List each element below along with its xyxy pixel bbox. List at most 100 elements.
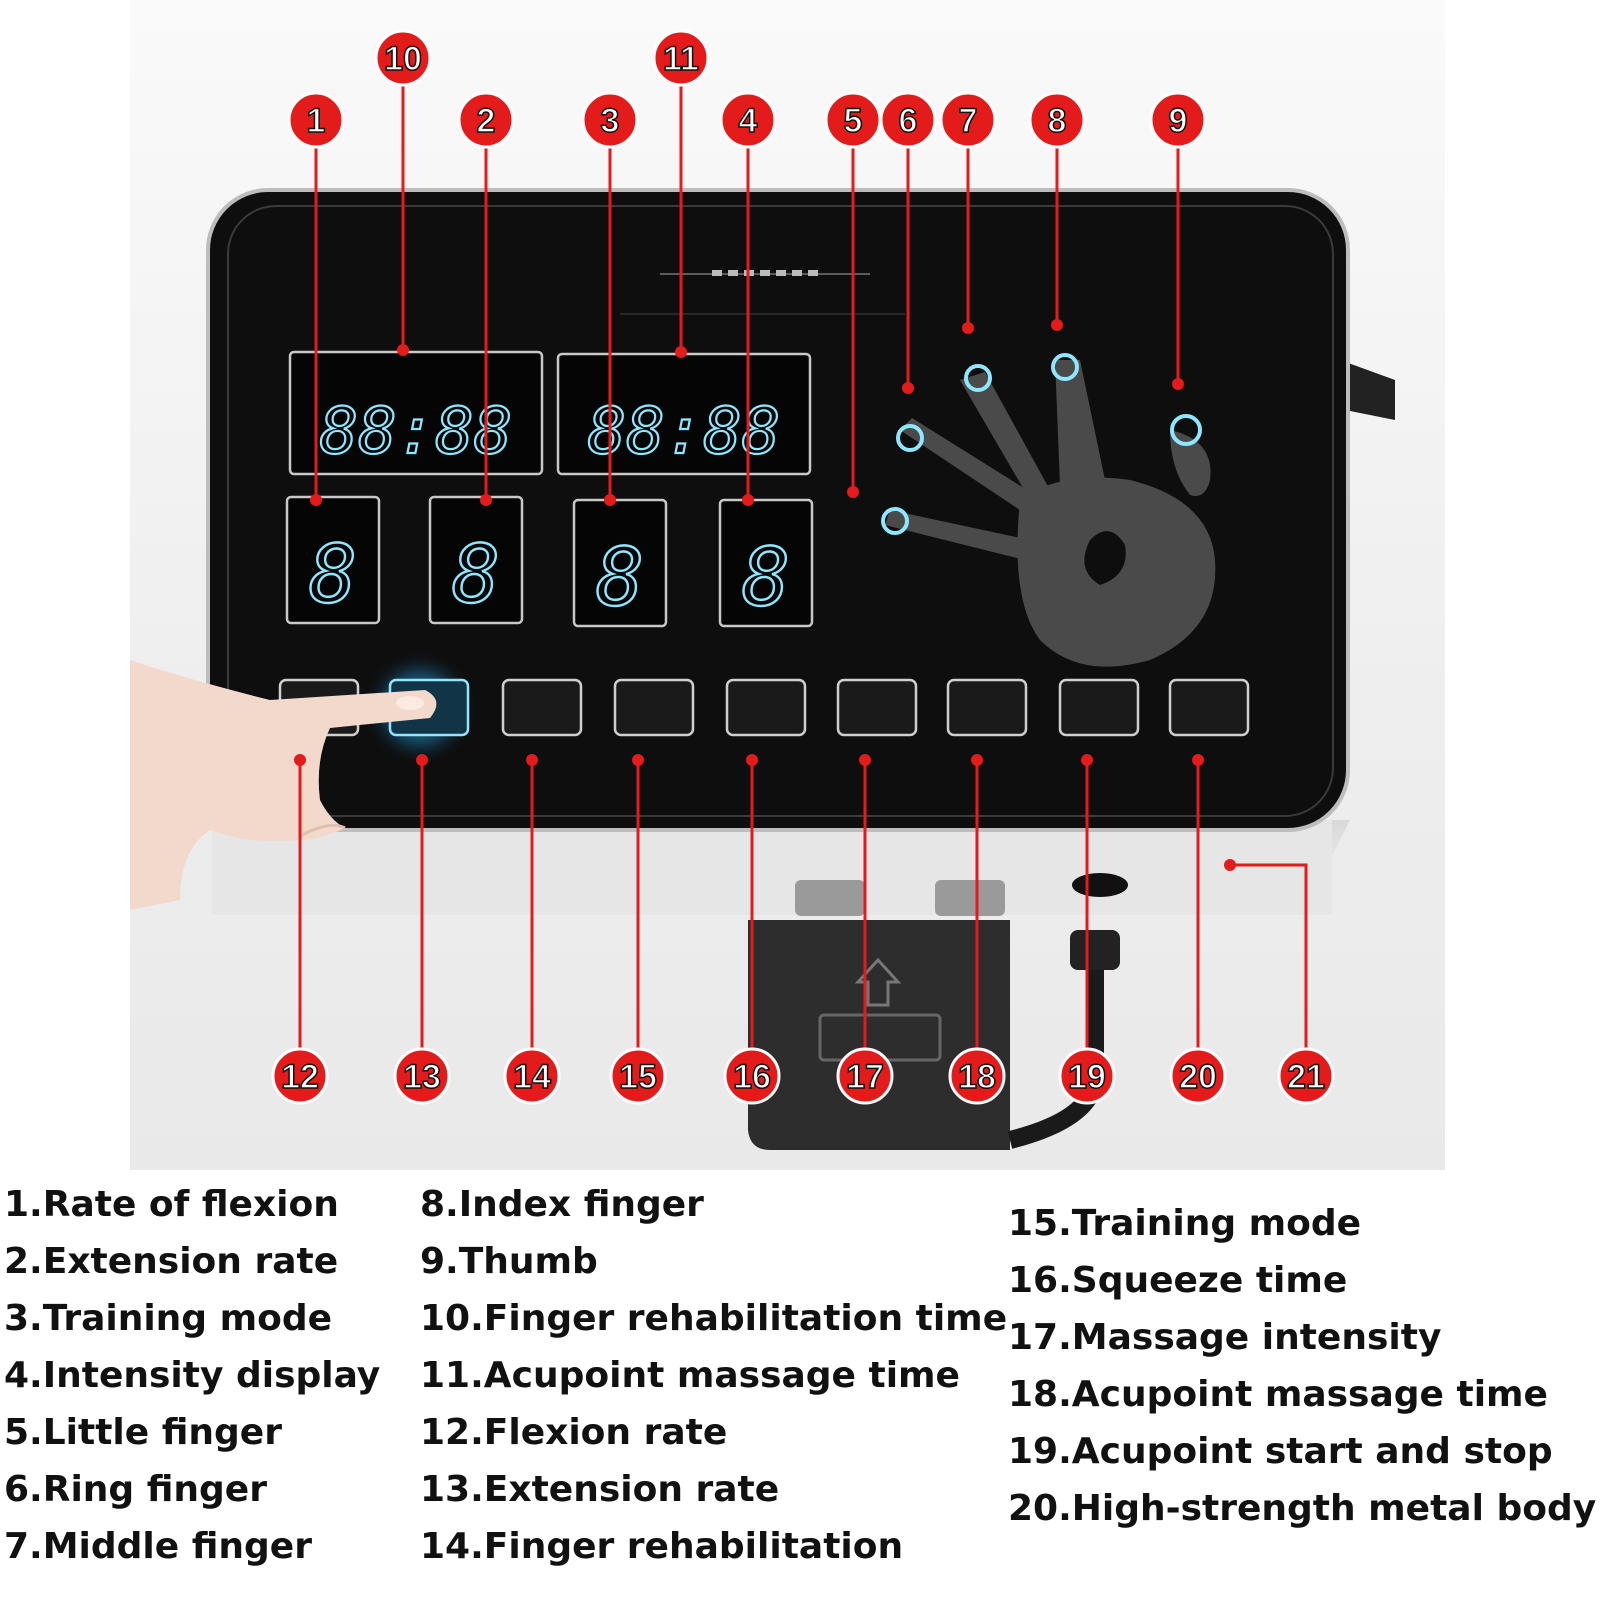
leader-dot bbox=[480, 494, 492, 506]
panel-inner-border bbox=[227, 205, 1334, 817]
callout-3: 3 bbox=[581, 91, 639, 149]
callout-circle bbox=[652, 29, 710, 87]
strength-button[interactable] bbox=[1168, 678, 1250, 737]
callout-circle bbox=[503, 1047, 561, 1105]
callout-number: 12 bbox=[281, 1058, 319, 1096]
device-side bbox=[212, 820, 1332, 915]
legend-item: 9.Thumb bbox=[420, 1241, 598, 1282]
legend-item: 3.Training mode bbox=[4, 1298, 333, 1339]
leader-dot bbox=[859, 754, 871, 766]
leader-lines bbox=[294, 58, 1308, 1076]
leader-dot bbox=[1051, 319, 1063, 331]
callout-circle bbox=[1169, 1047, 1227, 1105]
finger-rehab-time-digits: 88:88 bbox=[320, 395, 513, 469]
title-glyph bbox=[808, 270, 818, 276]
leader-dot bbox=[902, 382, 914, 394]
legend-item: 20.High-strength metal body bbox=[1008, 1488, 1597, 1529]
training-mode-display: 8 bbox=[572, 498, 668, 628]
acupoint-start-button[interactable] bbox=[1058, 678, 1140, 737]
callout-circle bbox=[393, 1047, 451, 1105]
squeeze-time-button[interactable] bbox=[725, 678, 807, 737]
legend-item: 17.Massage intensity bbox=[1008, 1317, 1442, 1358]
callout-circle bbox=[287, 91, 345, 149]
screw-terminal-2 bbox=[935, 880, 1005, 916]
callout-number: 9 bbox=[1169, 102, 1188, 140]
callout-15: 15 bbox=[609, 1047, 667, 1105]
callout-number: 19 bbox=[1068, 1058, 1106, 1096]
legend-item: 13.Extension rate bbox=[420, 1469, 780, 1510]
callout-19: 19 bbox=[1058, 1047, 1116, 1105]
callout-circle bbox=[879, 91, 937, 149]
callout-circle bbox=[719, 91, 777, 149]
intensity-display: 8 bbox=[718, 498, 814, 628]
leader-dot bbox=[310, 494, 322, 506]
callout-4: 4 bbox=[719, 91, 777, 149]
legend-item: 8.Index finger bbox=[420, 1184, 704, 1225]
callout-number: 8 bbox=[1048, 102, 1067, 140]
finger-sensors bbox=[881, 353, 1202, 535]
screw-terminal-1 bbox=[795, 880, 865, 916]
callout-circle bbox=[836, 1047, 894, 1105]
title-glyph bbox=[728, 270, 738, 276]
leader-dot bbox=[746, 754, 758, 766]
callout-7: 7 bbox=[939, 91, 997, 149]
callout-circle bbox=[1058, 1047, 1116, 1105]
callout-number: 1 bbox=[307, 102, 326, 140]
callout-1: 1 bbox=[287, 91, 345, 149]
button-row[interactable] bbox=[278, 650, 1250, 766]
leader-dot bbox=[742, 494, 754, 506]
leader-dot bbox=[1172, 378, 1184, 390]
title-glyph bbox=[712, 270, 722, 276]
callout-circle bbox=[1028, 91, 1086, 149]
title-glyph bbox=[776, 270, 786, 276]
leader-dot bbox=[294, 754, 306, 766]
device-diagram: 88:88 88:88 8 8 8 8 bbox=[130, 29, 1395, 1150]
side-bracket bbox=[1340, 360, 1395, 420]
legend-item: 7.Middle finger bbox=[4, 1526, 312, 1567]
legend-item: 11.Acupoint massage time bbox=[420, 1355, 960, 1396]
callout-16: 16 bbox=[723, 1047, 781, 1105]
callout-14: 14 bbox=[503, 1047, 561, 1105]
callout-20: 20 bbox=[1169, 1047, 1227, 1105]
legend-item: 5.Little finger bbox=[4, 1412, 282, 1453]
ring-finger-sensor-icon bbox=[896, 424, 924, 452]
laser-time-digits: 88:88 bbox=[588, 395, 781, 469]
callout-number: 6 bbox=[899, 102, 918, 140]
leader-dot bbox=[397, 344, 409, 356]
training-mode-button[interactable] bbox=[613, 678, 695, 737]
callout-number: 20 bbox=[1179, 1058, 1217, 1096]
callout-number: 18 bbox=[958, 1058, 996, 1096]
legend-item: 19.Acupoint start and stop bbox=[1008, 1431, 1553, 1472]
massage-intensity-button[interactable] bbox=[836, 678, 918, 737]
callout-number: 15 bbox=[619, 1058, 657, 1096]
leader-dot bbox=[604, 494, 616, 506]
callout-number: 7 bbox=[959, 102, 978, 140]
middle-finger-sensor-icon bbox=[964, 364, 992, 392]
leader-dot bbox=[675, 346, 687, 358]
finger-rehab-button[interactable] bbox=[501, 678, 583, 737]
leader-dot bbox=[1192, 754, 1204, 766]
acupoint-time-button[interactable] bbox=[946, 678, 1028, 737]
callout-11: 11 bbox=[652, 29, 710, 87]
flexion-rate-display: 8 bbox=[285, 495, 381, 625]
callout-17: 17 bbox=[836, 1047, 894, 1105]
hand-print bbox=[885, 360, 1216, 667]
callout-2: 2 bbox=[457, 91, 515, 149]
callout-5: 5 bbox=[824, 91, 882, 149]
callout-number: 3 bbox=[601, 102, 620, 140]
legend-item: 10.Finger rehabilitation time bbox=[420, 1298, 1008, 1339]
leader-dot bbox=[1224, 859, 1236, 871]
little-finger-sensor-icon bbox=[881, 507, 909, 535]
callout-number: 13 bbox=[403, 1058, 441, 1096]
callout-number: 16 bbox=[733, 1058, 771, 1096]
callout-circle bbox=[1149, 91, 1207, 149]
leader-dot bbox=[962, 322, 974, 334]
title-glyph bbox=[760, 270, 770, 276]
callout-8: 8 bbox=[1028, 91, 1086, 149]
connector-plug bbox=[748, 920, 1010, 1150]
callout-number: 5 bbox=[844, 102, 863, 140]
callout-number: 21 bbox=[1287, 1058, 1325, 1096]
legend-item: 16.Squeeze time bbox=[1008, 1260, 1348, 1301]
legend-column-2: 8.Index finger 9.Thumb 10.Finger rehabilit… bbox=[420, 1176, 1007, 1575]
